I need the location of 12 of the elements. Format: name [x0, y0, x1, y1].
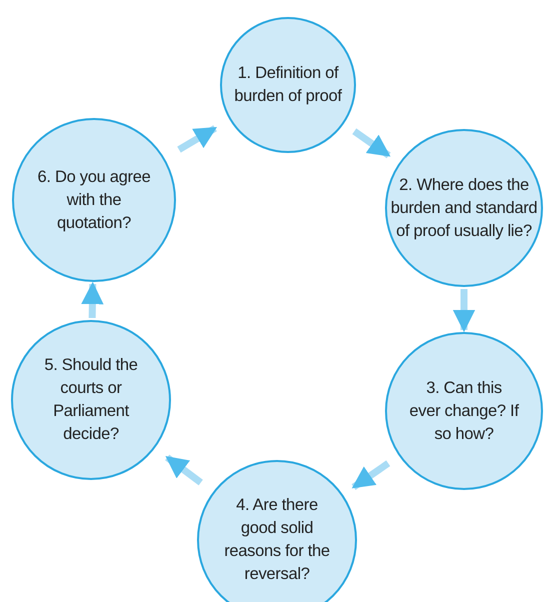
question-text: 6. Do you agree with the quotation?	[36, 166, 152, 234]
question-text: 5. Should the courts or Parliament decide?	[43, 355, 139, 445]
arrow	[165, 454, 203, 486]
question-text: 1. Definition of burden of proof	[233, 63, 343, 107]
arrow	[352, 128, 391, 158]
question-text: 4. Are there good solid reasons for the reversal?	[223, 495, 331, 585]
question-text: 3. Can this ever change? If so how?	[409, 378, 519, 444]
question-text: 2. Where does the burden and standard of proof usually lie?	[390, 174, 538, 242]
arrow	[177, 125, 218, 153]
arrow	[81, 282, 104, 318]
arrow	[352, 460, 390, 490]
arrow	[452, 289, 476, 332]
